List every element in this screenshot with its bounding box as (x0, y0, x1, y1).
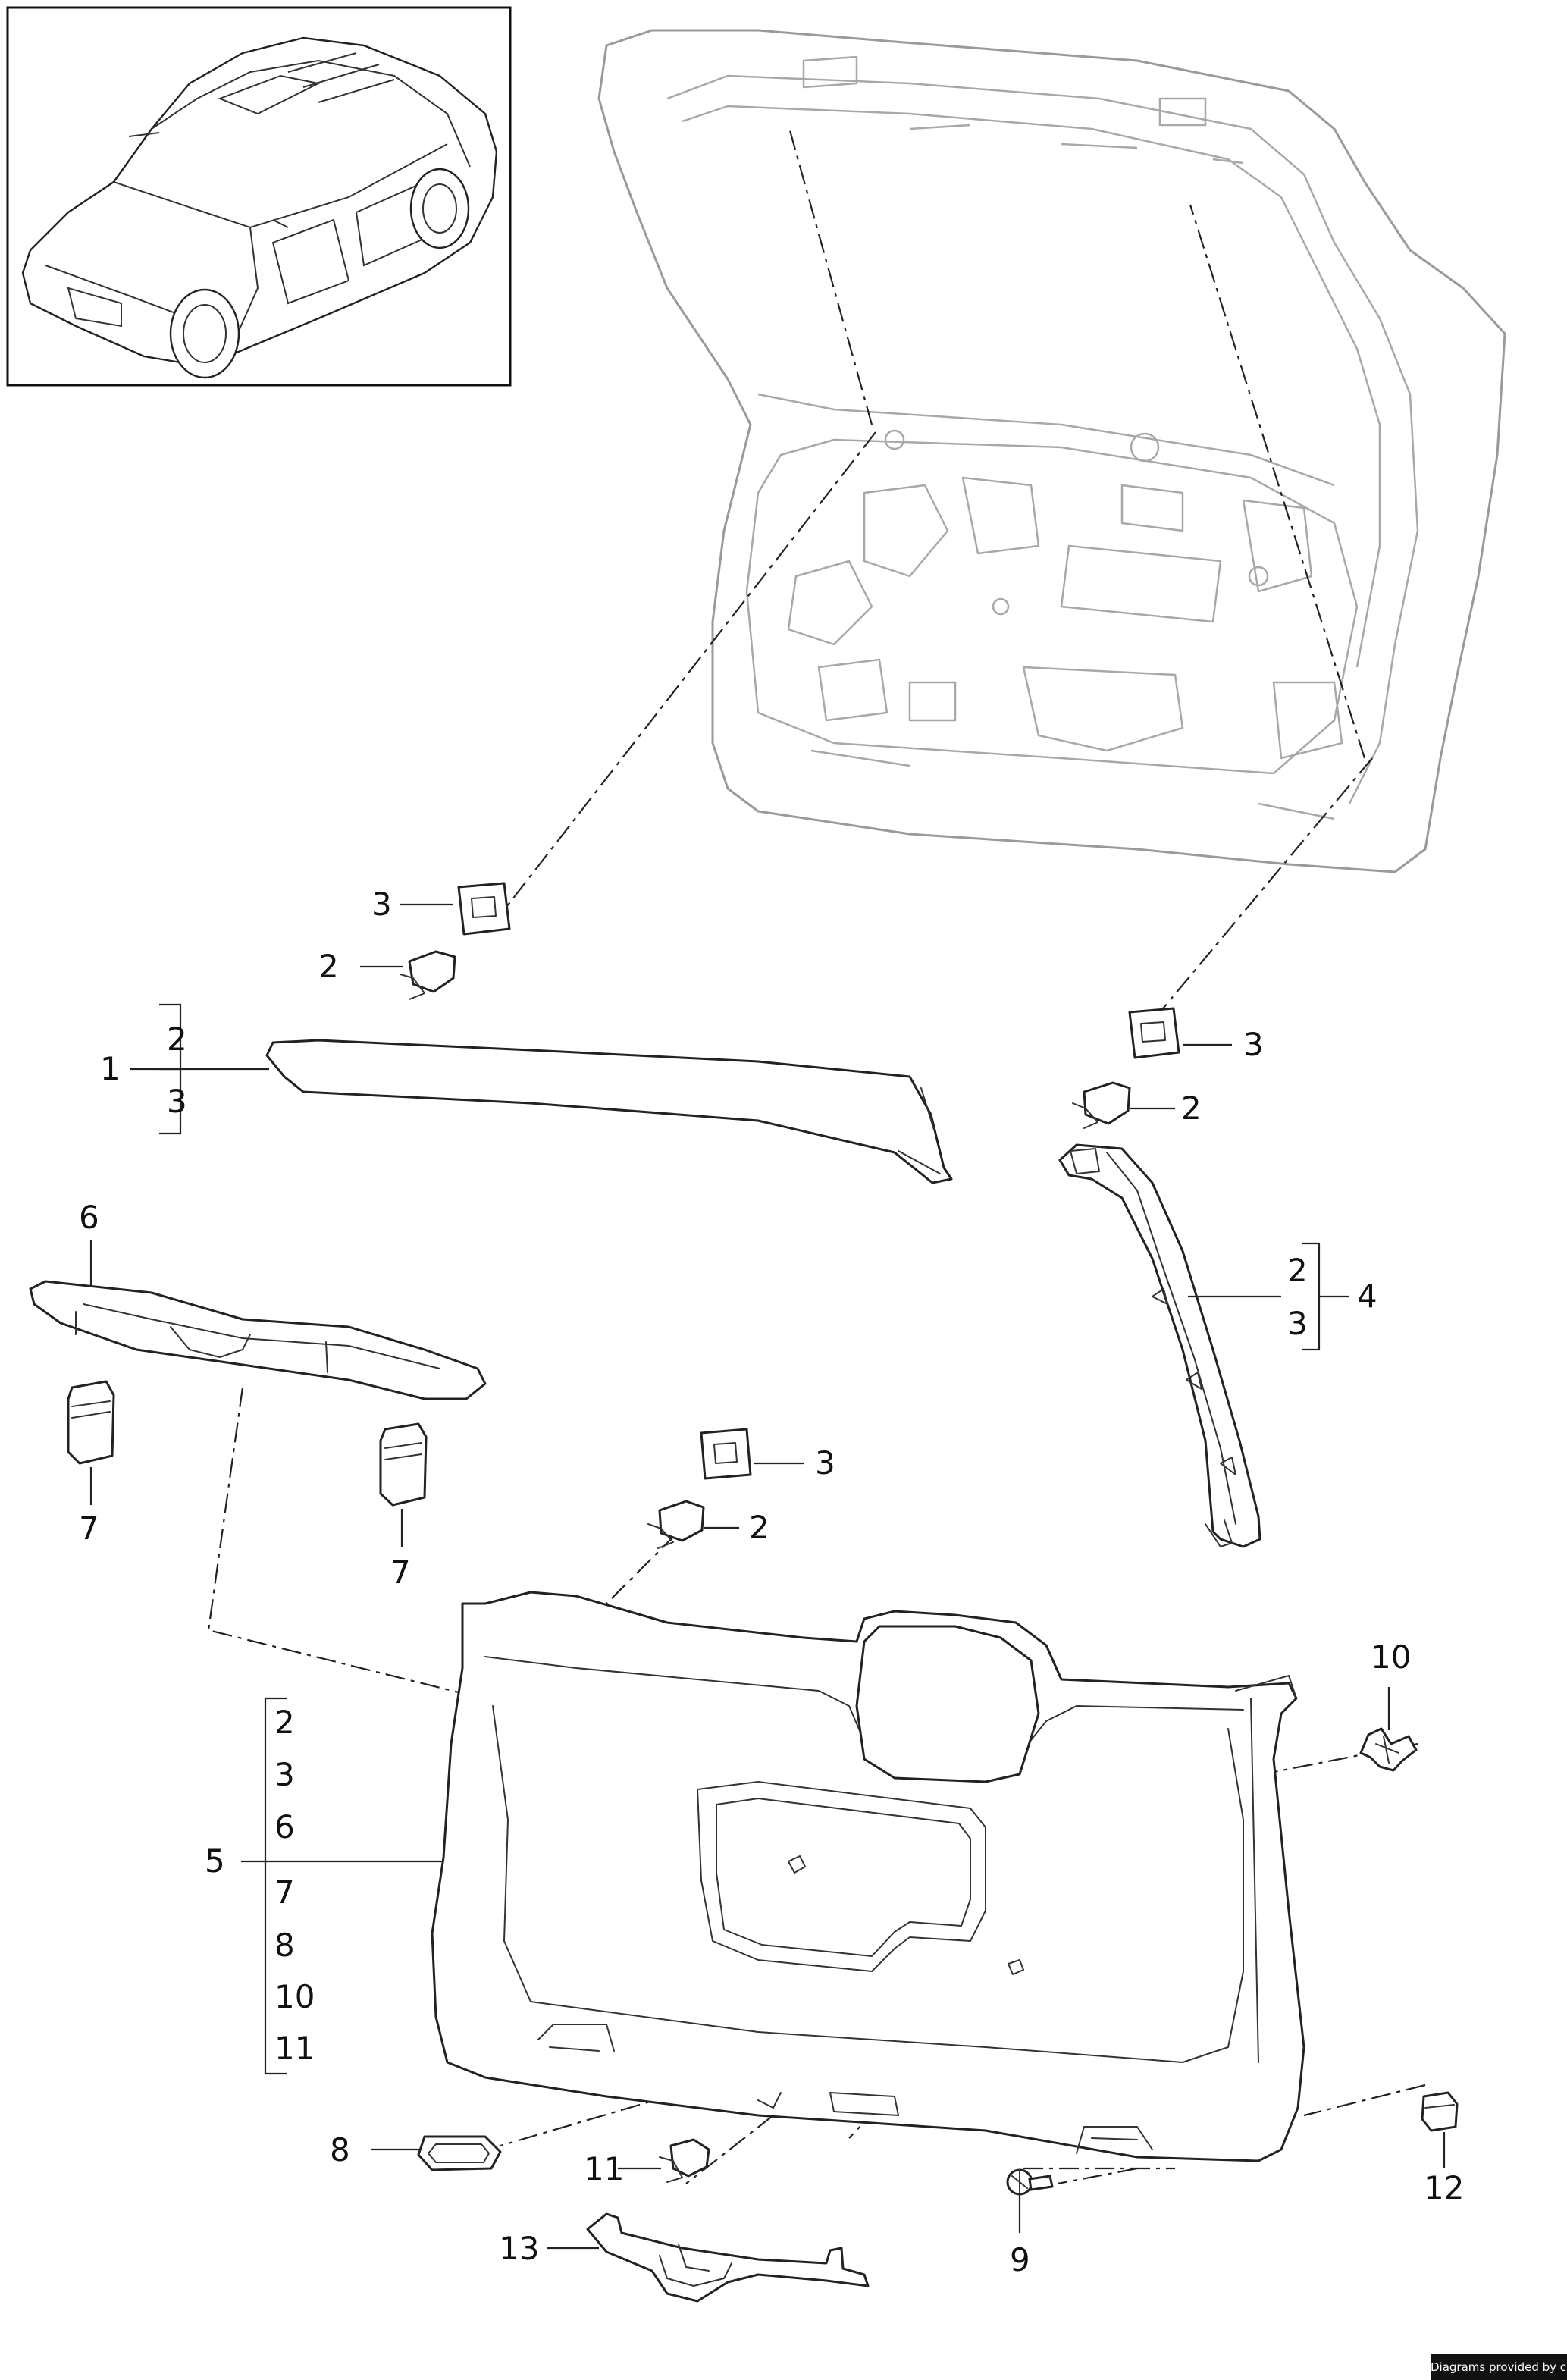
group-5-item-7: 7 (274, 1874, 295, 1911)
callout-10: 10 (1371, 1638, 1411, 1676)
callout-3-a: 3 (371, 886, 392, 923)
callout-8: 8 (330, 2131, 350, 2168)
group-5-item-3: 3 (274, 1756, 295, 1793)
callout-4: 4 (1357, 1278, 1377, 1315)
part-2-clip-a (400, 950, 456, 1000)
part-12-nut (1421, 2091, 1459, 2132)
vehicle-overview-inset (6, 6, 512, 387)
group-5-item-2: 2 (274, 1704, 295, 1741)
part-9-screw (1006, 2168, 1054, 2196)
callout-7-a: 7 (79, 1510, 99, 1547)
source-credit: Diagrams provided by catalogs parts (1431, 2354, 1567, 2380)
part-5-tailgate-panel (431, 1591, 1305, 2162)
group-5-item-10: 10 (274, 1978, 315, 2015)
leader-lines (89, 903, 1446, 2250)
callout-7-b: 7 (390, 1554, 411, 1591)
callout-9: 9 (1010, 2241, 1030, 2278)
group-1-item-3: 3 (167, 1083, 187, 1120)
part-1-upper-trim (265, 1039, 953, 1184)
part-3-pad-a (457, 882, 511, 936)
callout-13: 13 (499, 2230, 539, 2267)
group-5-item-8: 8 (274, 1927, 295, 1964)
part-13-lower-cover (586, 2212, 870, 2303)
part-11-clip (659, 2138, 710, 2183)
part-8-cover (417, 2135, 502, 2171)
callout-11: 11 (584, 2150, 624, 2187)
part-4-side-trim (1058, 1143, 1261, 1548)
group-4-item-2: 2 (1287, 1252, 1308, 1289)
part-3-pad-b (1128, 1007, 1180, 1059)
part-6-handle-trim (29, 1280, 487, 1400)
callout-2-a: 2 (318, 948, 339, 985)
callout-12: 12 (1424, 2169, 1464, 2206)
tailgate-body (597, 29, 1506, 873)
callouts: 3 2 1 2 3 3 2 2 3 4 3 2 6 7 7 2 3 6 5 7 … (79, 886, 1464, 2278)
callout-2-c: 2 (749, 1509, 769, 1546)
callout-3-b: 3 (1243, 1026, 1264, 1063)
part-3-pad-c (700, 1428, 752, 1480)
group-5-item-6: 6 (274, 1808, 295, 1845)
part-7-switch-a (67, 1380, 115, 1465)
group-5-item-11: 11 (274, 2030, 315, 2067)
group-1-item-2: 2 (167, 1021, 187, 1058)
part-2-clip-c (647, 1500, 705, 1549)
callout-1: 1 (100, 1050, 121, 1087)
part-2-clip-b (1072, 1081, 1131, 1129)
callout-2-b: 2 (1181, 1090, 1202, 1127)
part-10-clip (1359, 1727, 1418, 1772)
group-4-item-3: 3 (1287, 1305, 1308, 1342)
callout-5: 5 (205, 1842, 225, 1880)
part-7-switch-b (379, 1422, 428, 1507)
callout-6: 6 (79, 1199, 99, 1236)
callout-3-c: 3 (815, 1444, 835, 1482)
suv-illustration (21, 36, 498, 379)
